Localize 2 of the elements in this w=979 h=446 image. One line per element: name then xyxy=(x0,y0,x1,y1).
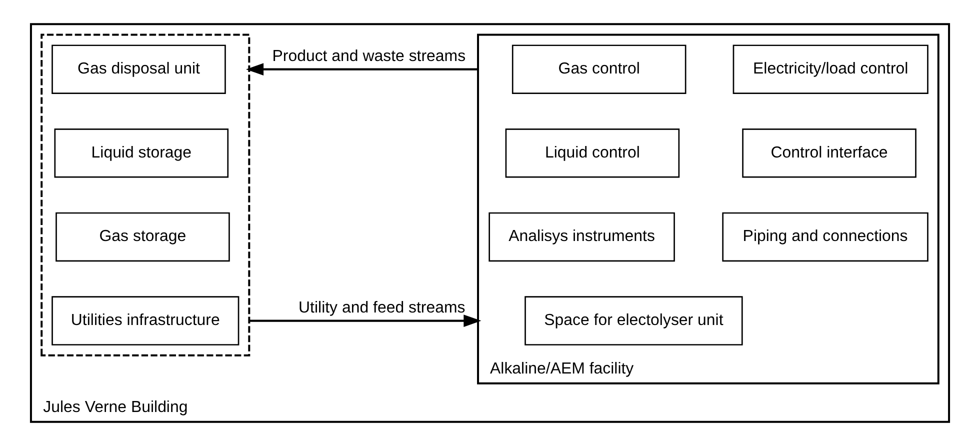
edge-label: Utility and feed streams xyxy=(298,299,465,316)
edge-label: Product and waste streams xyxy=(272,48,466,65)
